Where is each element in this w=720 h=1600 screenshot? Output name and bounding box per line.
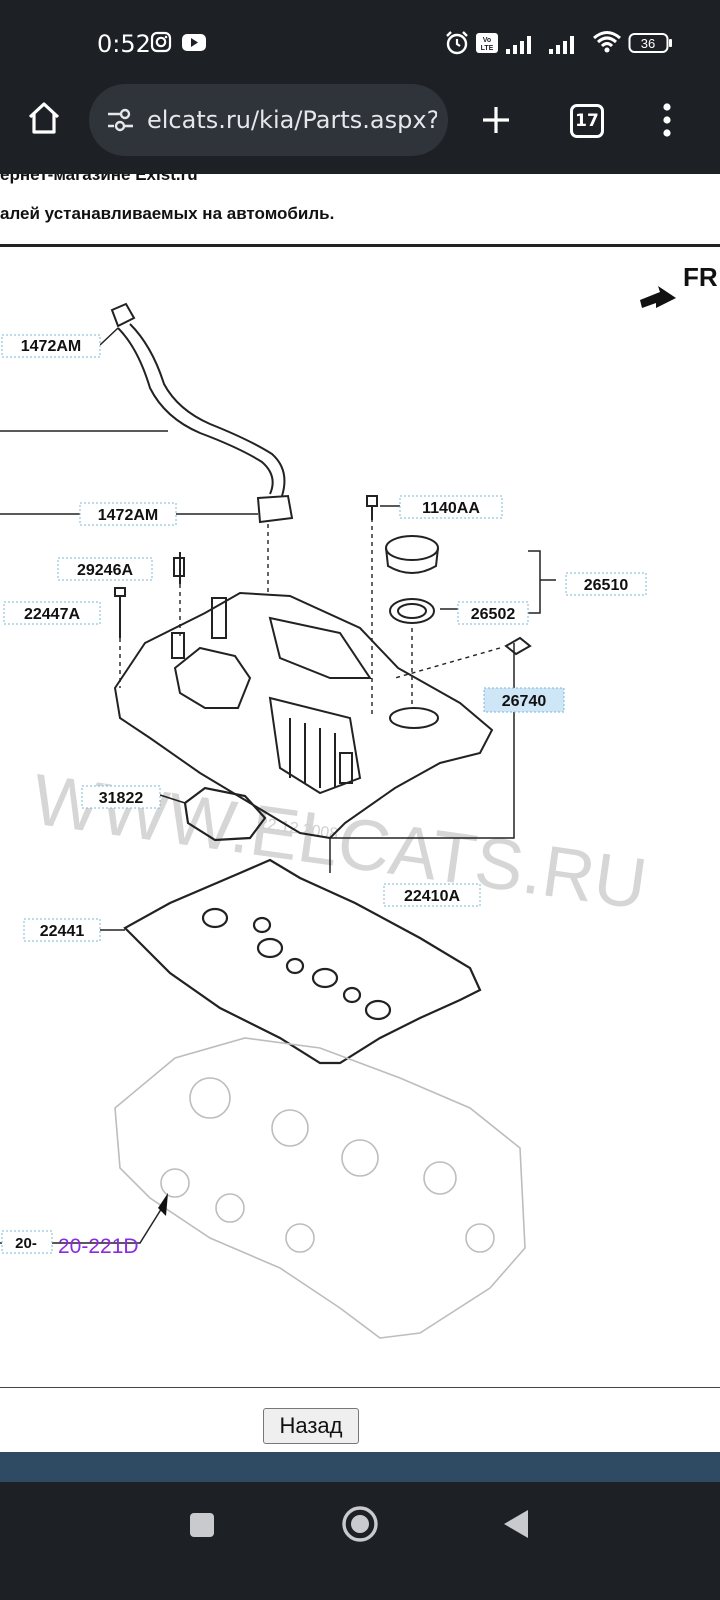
- navigation-bar: [0, 1482, 720, 1600]
- ref-arrow-icon: [158, 1193, 168, 1216]
- info-text-line1: ернет-магазине Exist.ru: [0, 174, 198, 184]
- cap-seal: [389, 598, 435, 624]
- part-label-26740[interactable]: 26740: [483, 687, 565, 713]
- part-code: 26740: [502, 693, 547, 710]
- part-code: 29246A: [77, 562, 133, 579]
- part-code: 22410A: [404, 888, 460, 905]
- recents-icon[interactable]: [189, 1512, 215, 1543]
- part-label-1472am[interactable]: 1472AM: [79, 502, 177, 526]
- parts-diagram: WWW.ELCATS.RU 22.12.2008 FR: [0, 262, 718, 1339]
- svg-text:LTE: LTE: [481, 45, 494, 52]
- valve-29246a: [173, 552, 185, 584]
- signal-icon: [505, 33, 537, 60]
- part-code: 31822: [99, 790, 144, 807]
- home-circle-icon[interactable]: [340, 1504, 380, 1549]
- page-footer: [0, 1452, 720, 1482]
- site-settings-icon[interactable]: [106, 106, 136, 139]
- cylinder-head: [114, 1037, 526, 1339]
- part-label-26502[interactable]: 26502: [457, 601, 529, 625]
- part-label-29246a[interactable]: 29246A: [57, 557, 153, 581]
- svg-text:Vo: Vo: [483, 37, 491, 44]
- signal-icon: [548, 33, 580, 60]
- youtube-icon: [181, 31, 207, 58]
- back-icon[interactable]: [502, 1508, 530, 1545]
- home-icon[interactable]: [26, 100, 62, 141]
- part-code: 22441: [40, 923, 85, 940]
- url-text[interactable]: elcats.ru/kia/Parts.aspx?I: [147, 106, 437, 134]
- front-arrow-icon: [640, 286, 676, 308]
- back-button[interactable]: Назад: [263, 1408, 359, 1444]
- instagram-icon: [150, 31, 172, 58]
- part-code: 1472AM: [98, 507, 158, 524]
- cover-gasket-22441: [123, 858, 482, 1065]
- part-code: 20-: [15, 1235, 37, 1252]
- divider: [0, 1387, 720, 1388]
- ref-link-20-221d[interactable]: 20-221D: [58, 1235, 139, 1258]
- new-tab-icon[interactable]: [480, 104, 512, 141]
- oil-filler-cap: [385, 535, 439, 574]
- part-label-22447a[interactable]: 22447A: [3, 601, 101, 625]
- part-label-22441[interactable]: 22441: [23, 918, 101, 942]
- part-code: 1472AM: [21, 338, 81, 355]
- status-time: 0:52: [97, 30, 151, 58]
- part-label-1472am-top[interactable]: 1472AM: [1, 334, 101, 358]
- gasket-31822: [183, 786, 267, 842]
- menu-icon[interactable]: [662, 102, 672, 143]
- part-label-22410a[interactable]: 22410A: [383, 883, 481, 907]
- part-label-26510[interactable]: 26510: [565, 572, 647, 596]
- part-code: 1140AA: [422, 500, 480, 517]
- watermark: WWW.ELCATS.RU: [28, 760, 652, 925]
- battery-icon: 36: [628, 32, 674, 59]
- info-text-line2: алей устанавливаемых на автомобиль.: [0, 204, 335, 223]
- url-bar[interactable]: elcats.ru/kia/Parts.aspx?I: [89, 84, 448, 156]
- part-code: 22447A: [24, 606, 80, 623]
- part-label-31822[interactable]: 31822: [81, 785, 161, 809]
- bolt-22447a: [114, 587, 126, 638]
- alarm-icon: [444, 30, 470, 61]
- part-code: 26510: [584, 577, 629, 594]
- breather-hose: [110, 302, 294, 524]
- cylinder-head-cover: [113, 591, 494, 840]
- part-code: 26502: [471, 606, 516, 623]
- front-label: FR: [683, 262, 718, 292]
- sensor-26740: [504, 636, 532, 656]
- web-page: ернет-магазине Exist.ru алей устанавлива…: [0, 174, 720, 1482]
- dashed-guides: [119, 518, 501, 718]
- part-label-1140aa[interactable]: 1140AA: [399, 495, 503, 519]
- part-label-20[interactable]: 20-: [1, 1230, 53, 1254]
- tabs-icon[interactable]: 17: [570, 104, 604, 138]
- wifi-icon: [592, 30, 622, 59]
- battery-level: 36: [641, 36, 655, 51]
- divider: [0, 244, 720, 247]
- bolt-1140aa: [366, 495, 378, 520]
